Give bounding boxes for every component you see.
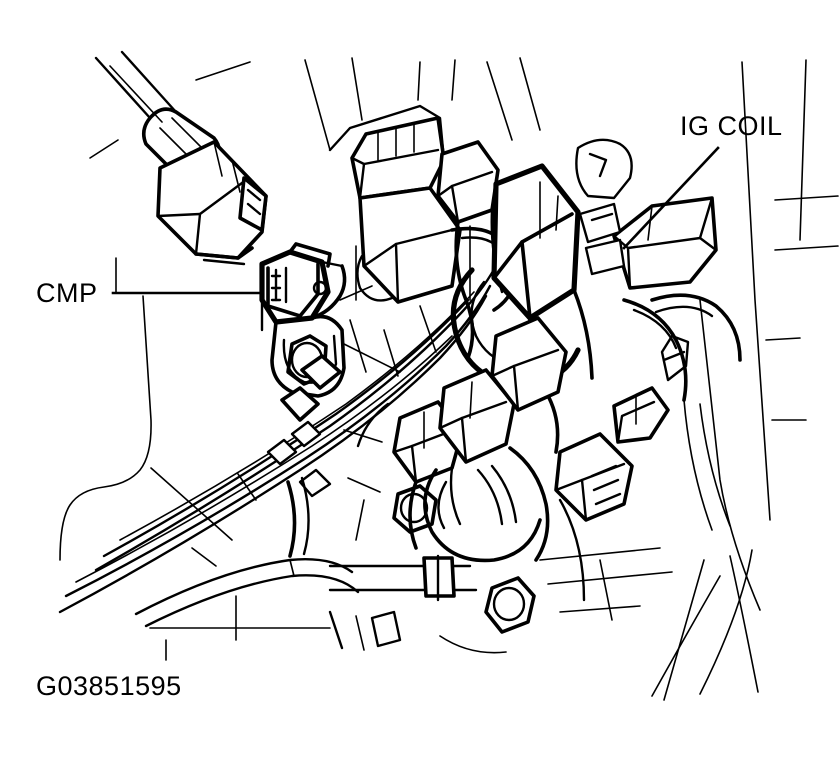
figure-caption: G03851595 — [36, 671, 182, 701]
harness-connector — [94, 50, 268, 266]
ig-coil-leader-line — [622, 146, 720, 250]
background-contours — [59, 57, 839, 611]
leader-lines — [111, 146, 720, 295]
mid-detail — [191, 298, 437, 567]
engine-block-lower — [149, 464, 759, 701]
right-connectors — [554, 138, 742, 531]
ignition-coils — [392, 140, 594, 563]
label-ig-coil: IG COIL — [680, 111, 783, 141]
label-cmp: CMP — [36, 278, 98, 308]
upper-engine-cover — [328, 104, 517, 312]
spark-plug-wires — [58, 260, 500, 628]
